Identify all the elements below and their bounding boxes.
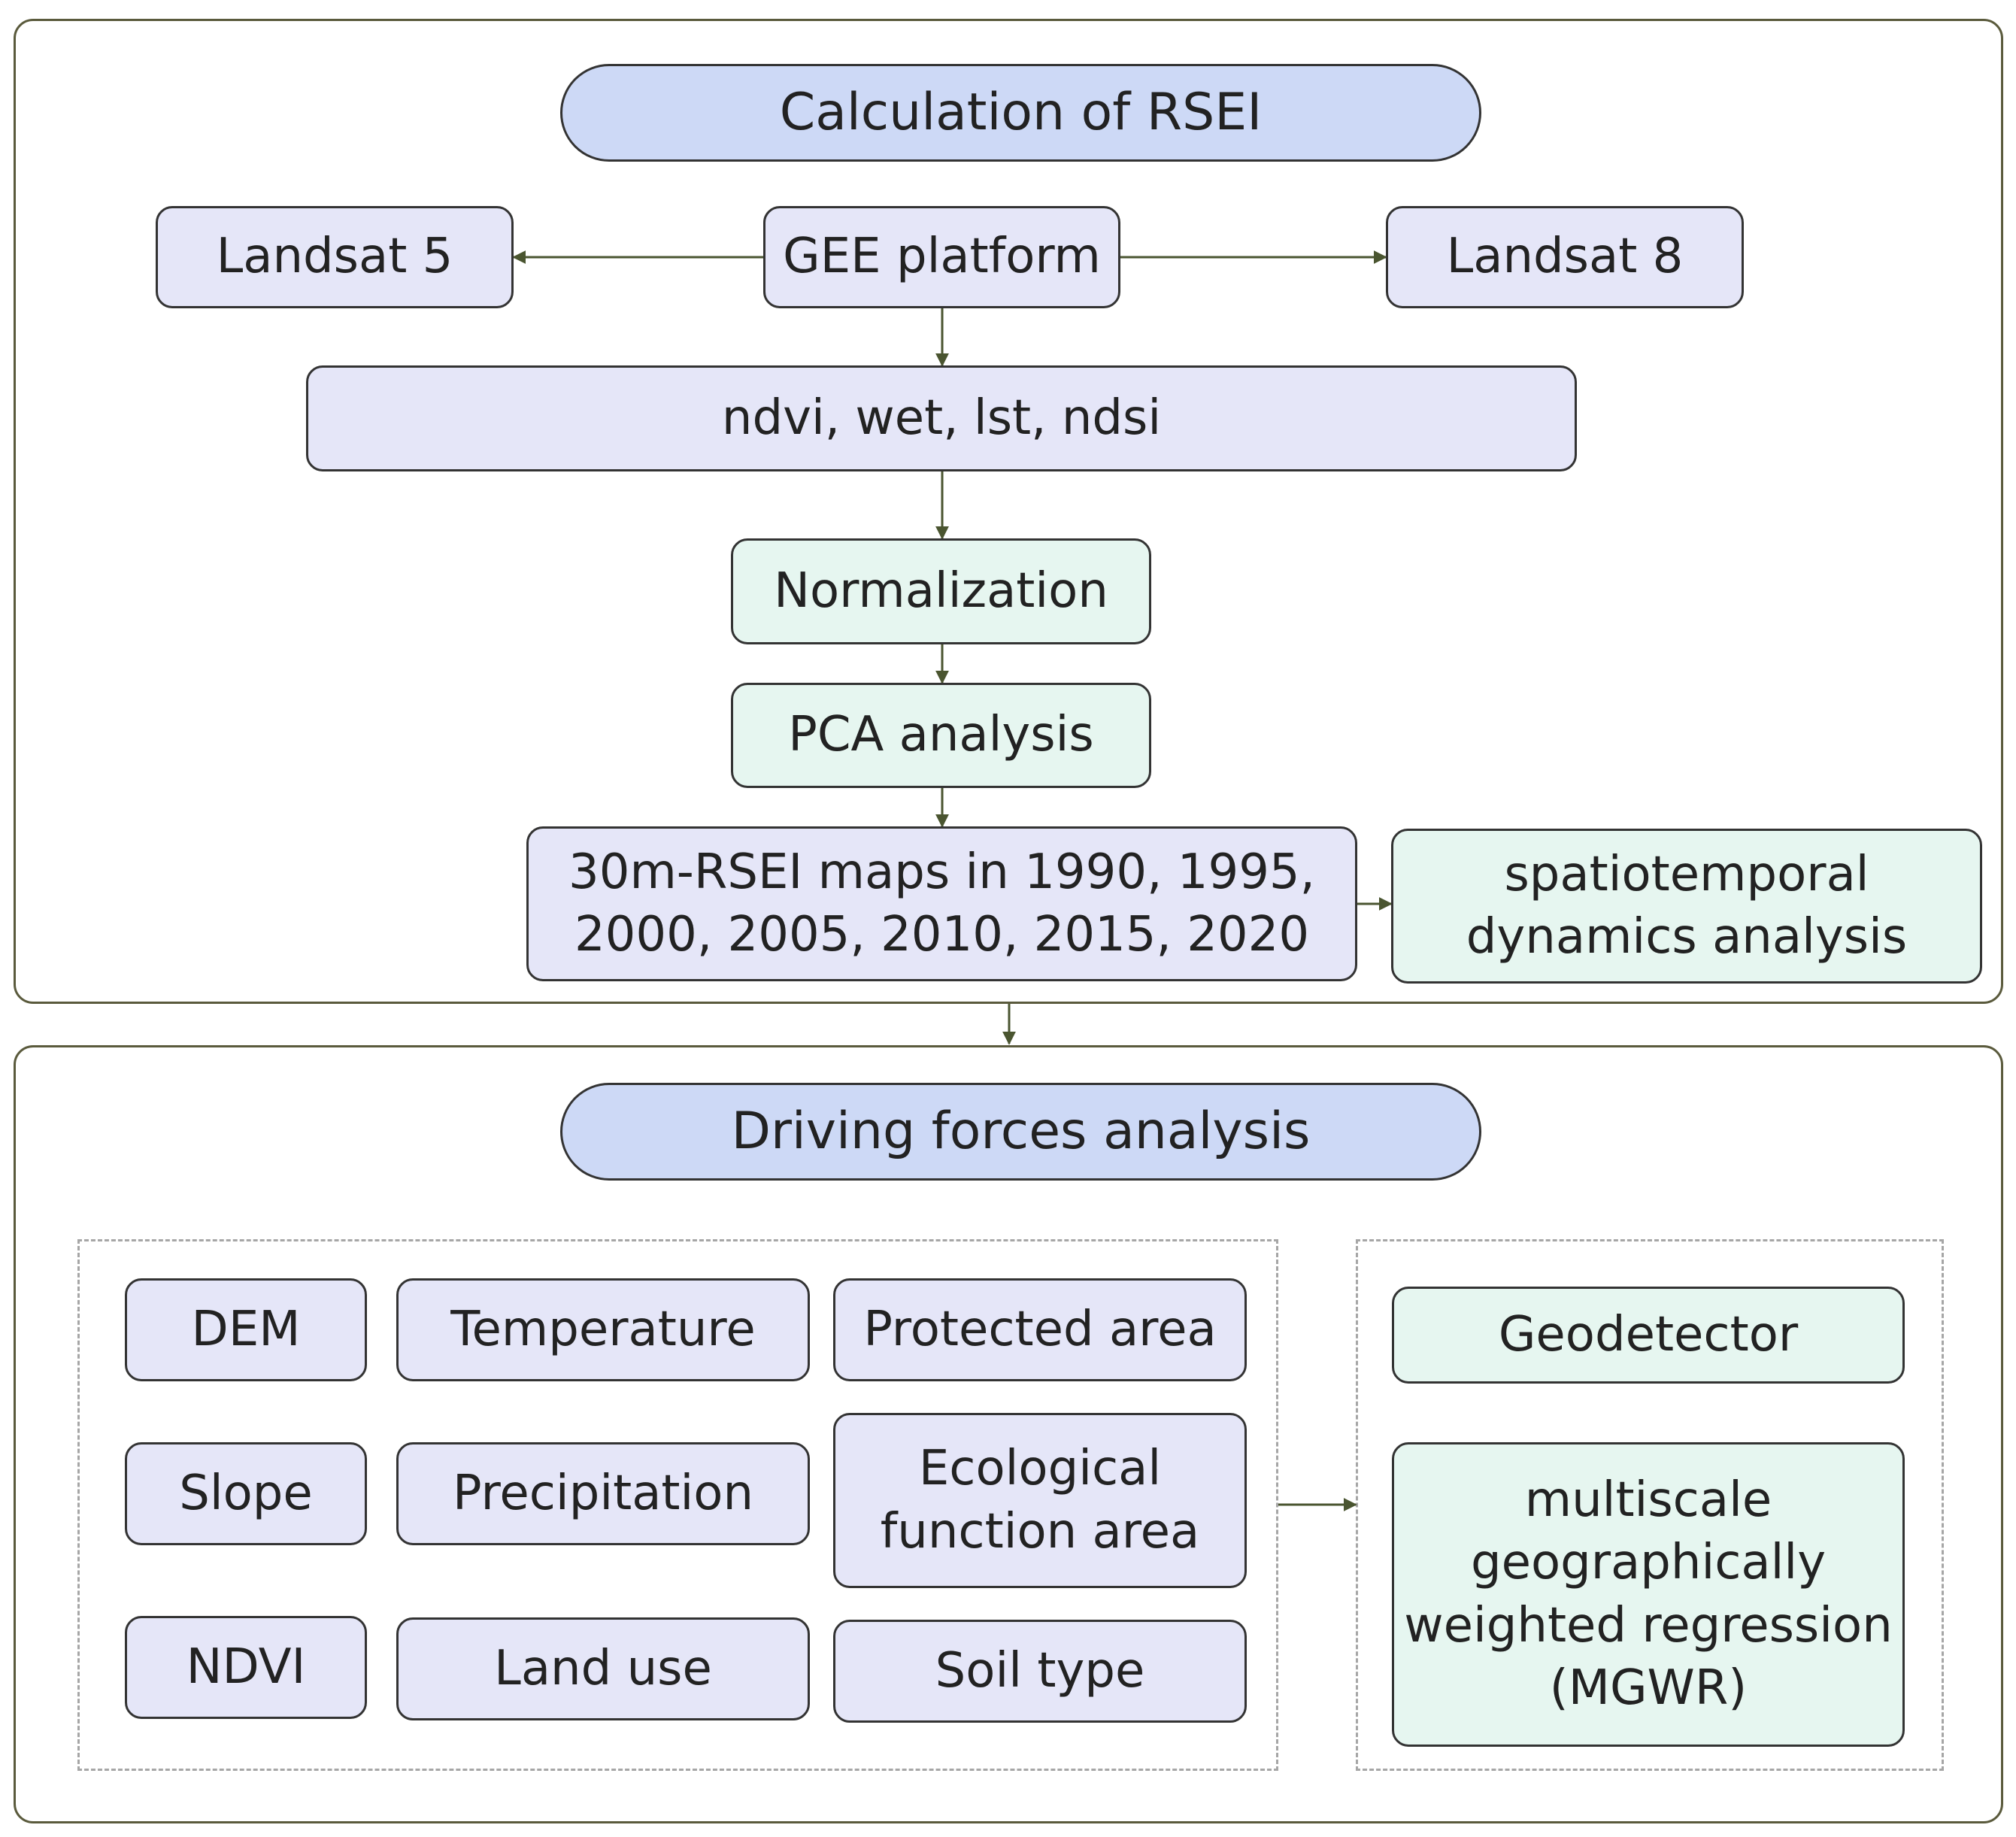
factor-ecological-function-area: Ecological function area (833, 1413, 1247, 1588)
normalization-box: Normalization (731, 538, 1151, 644)
pca-analysis-box: PCA analysis (731, 683, 1151, 788)
geodetector-box: Geodetector (1392, 1287, 1905, 1384)
factor-dem: DEM (125, 1278, 367, 1381)
factor-ndvi: NDVI (125, 1616, 367, 1719)
factor-slope: Slope (125, 1442, 367, 1545)
landsat8-box: Landsat 8 (1386, 206, 1744, 308)
indices-box: ndvi, wet, lst, ndsi (306, 365, 1577, 471)
driving-forces-title: Driving forces analysis (560, 1083, 1481, 1181)
factor-precipitation: Precipitation (396, 1442, 810, 1545)
factor-land-use: Land use (396, 1617, 810, 1720)
factor-temperature: Temperature (396, 1278, 810, 1381)
dynamics-analysis-box: spatiotemporal dynamics analysis (1391, 829, 1982, 984)
factors-group (77, 1239, 1278, 1771)
factor-soil-type: Soil type (833, 1620, 1247, 1723)
factor-protected-area: Protected area (833, 1278, 1247, 1381)
rsei-title: Calculation of RSEI (560, 64, 1481, 162)
rsei-maps-box: 30m-RSEI maps in 1990, 1995, 2000, 2005,… (526, 826, 1357, 981)
gee-platform-box: GEE platform (763, 206, 1120, 308)
mgwr-box: multiscale geographically weighted regre… (1392, 1442, 1905, 1747)
landsat5-box: Landsat 5 (156, 206, 514, 308)
